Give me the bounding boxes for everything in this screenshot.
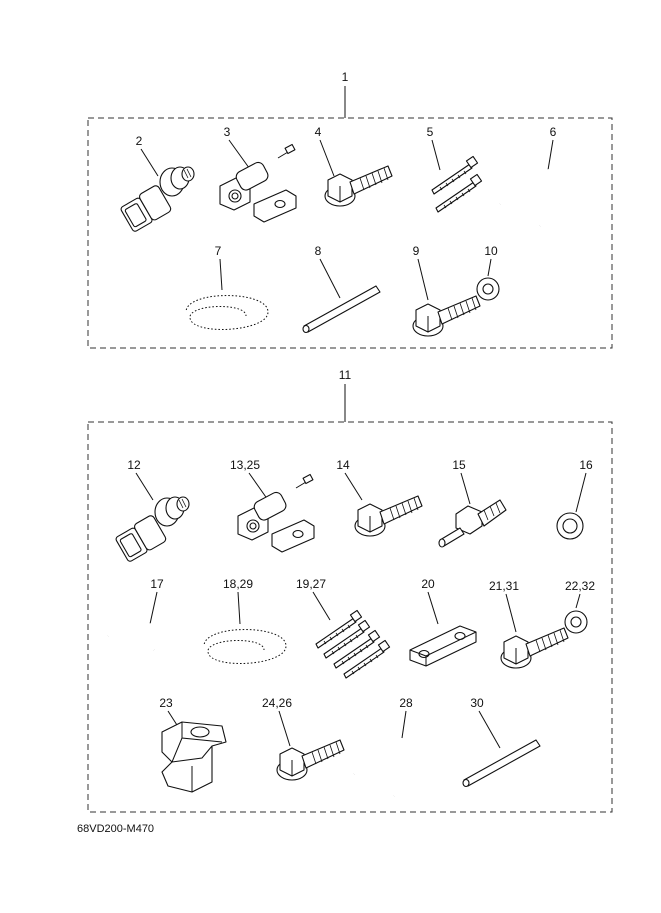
part-23-label: 23 (159, 696, 173, 710)
part-19-27-cable-tie-icon: 19,27 (296, 577, 391, 679)
part-15-hose-fitting-icon: 15 (438, 458, 507, 548)
group-11: 11 12 13,25 14 15 16 (87, 368, 613, 813)
part-17-label: 17 (150, 577, 164, 591)
group-1-label: 1 (342, 70, 349, 84)
part-9-label: 9 (413, 244, 420, 258)
part-4-flange-bolt-icon: 4 (315, 125, 393, 207)
part-21-31-flange-bolt-icon: 21,31 (489, 579, 569, 669)
group-11-box (87, 421, 613, 813)
part-20-spacer-plate-icon: 20 (409, 577, 477, 667)
part-3-sensor-bracket-icon: 3 (219, 125, 297, 223)
group-1-box (87, 117, 613, 349)
part-28-label: 28 (399, 696, 413, 710)
part-22-32-washer-icon: 22,32 (564, 579, 595, 634)
part-10-label: 10 (484, 244, 498, 258)
part-16-washer-icon: 16 (556, 458, 593, 540)
part-5-label: 5 (427, 125, 434, 139)
part-12-label: 12 (127, 458, 141, 472)
part-12-pressure-sensor-icon: 12 (114, 458, 190, 563)
part-22-32-label: 22,32 (565, 579, 595, 593)
part-19-27-label: 19,27 (296, 577, 326, 591)
part-8-label: 8 (315, 244, 322, 258)
part-21-31-label: 21,31 (489, 579, 519, 593)
part-7-spiral-wrap-icon: 7 (184, 244, 270, 332)
part-24-26-label: 24,26 (262, 696, 292, 710)
part-5-cable-tie-icon: 5 (427, 125, 483, 213)
part-10-washer-icon: 10 (476, 244, 500, 301)
part-15-label: 15 (452, 458, 466, 472)
part-28-hose-icon: 28 (352, 696, 438, 797)
part-2-label: 2 (136, 134, 143, 148)
part-14-label: 14 (336, 458, 350, 472)
diagram-code: 68VD200-M470 (77, 823, 155, 835)
group-1: 1 2 3 4 5 6 7 (87, 70, 613, 349)
part-24-26-flange-bolt-icon: 24,26 (262, 696, 345, 781)
part-2-pressure-sensor-icon: 2 (119, 134, 195, 233)
part-18-29-spiral-wrap-icon: 18,29 (202, 577, 288, 666)
part-3-label: 3 (224, 125, 231, 139)
part-8-rod-icon: 8 (302, 244, 381, 334)
group-11-label: 11 (339, 368, 352, 382)
part-20-label: 20 (421, 577, 435, 591)
part-4-label: 4 (315, 125, 322, 139)
part-17-hose-icon: 17 (106, 577, 185, 669)
part-16-label: 16 (579, 458, 593, 472)
part-6-hose-icon: 6 (498, 125, 580, 228)
part-9-flange-bolt-icon: 9 (412, 244, 481, 337)
part-18-29-label: 18,29 (223, 577, 253, 591)
part-30-label: 30 (470, 696, 484, 710)
part-6-label: 6 (550, 125, 557, 139)
part-7-label: 7 (215, 244, 222, 258)
part-13-25-sensor-bracket-icon: 13,25 (230, 458, 315, 553)
part-30-rod-icon: 30 (462, 696, 541, 788)
part-14-flange-bolt-icon: 14 (336, 458, 423, 537)
part-23-hose-clip-icon: 23 (159, 696, 227, 793)
part-13-25-label: 13,25 (230, 458, 260, 472)
